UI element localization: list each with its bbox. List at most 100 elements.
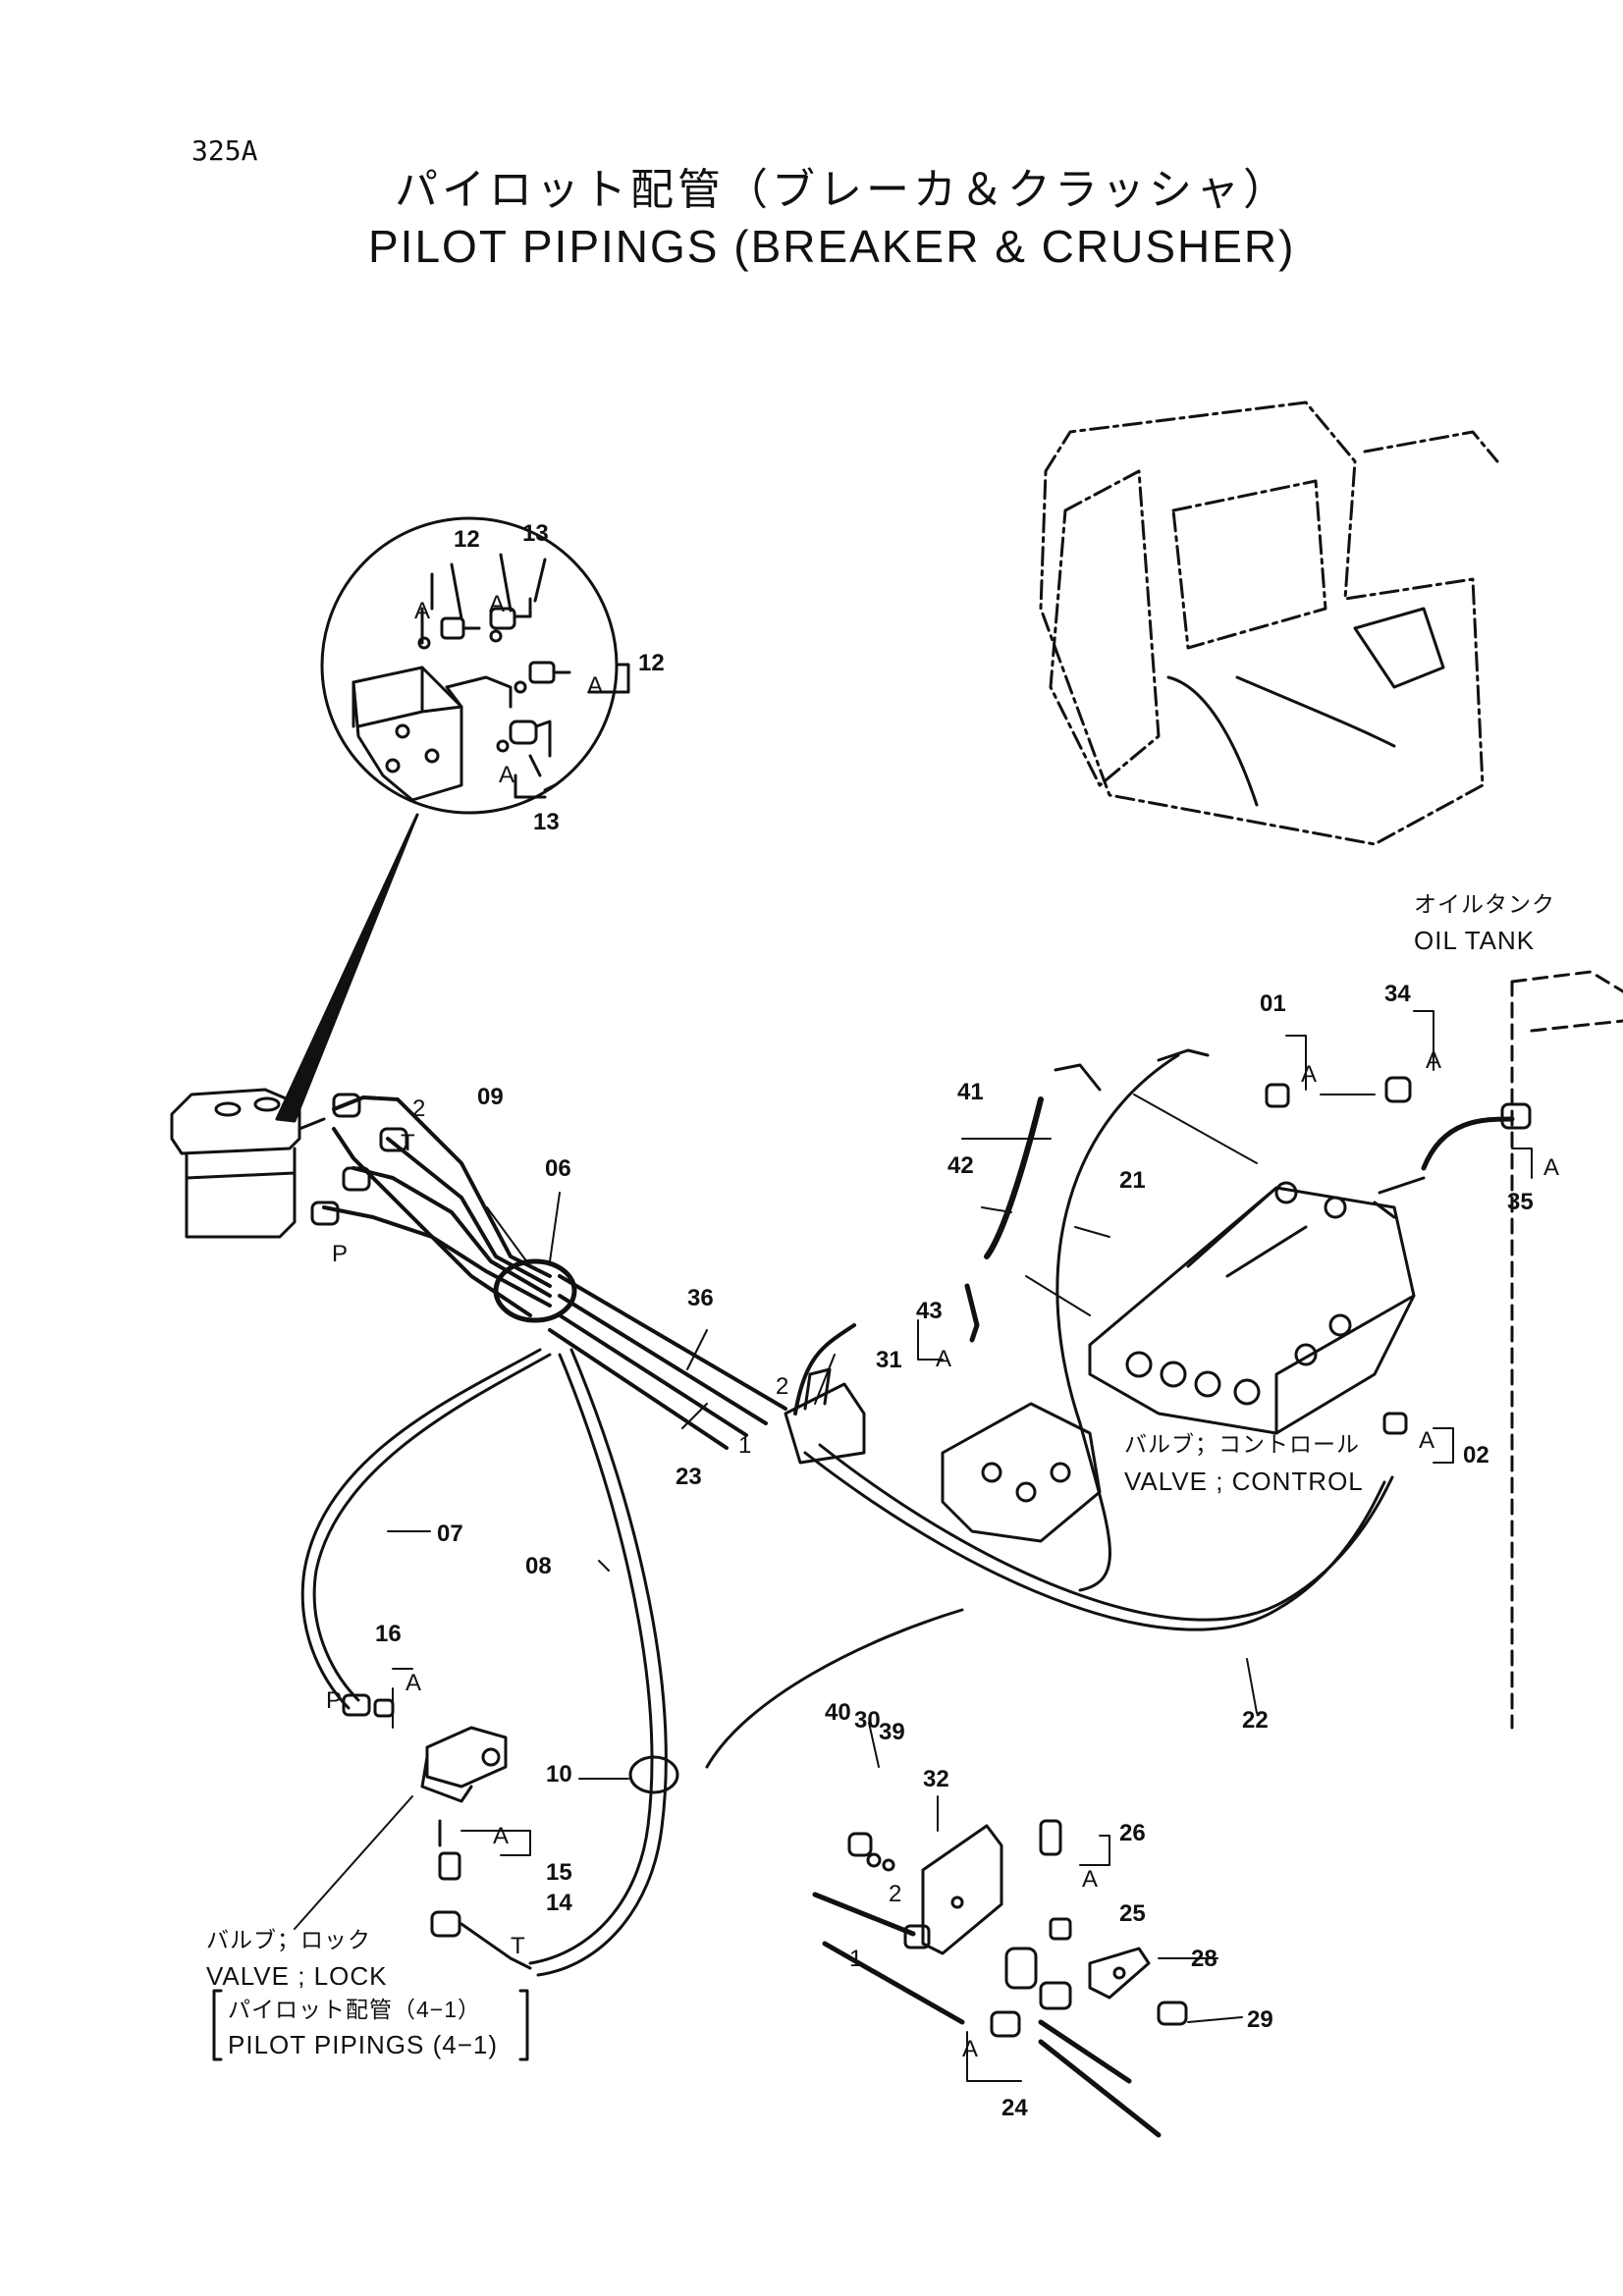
- lower-fittings: [847, 1819, 1188, 2038]
- bracket-32: [921, 1824, 1003, 1955]
- callout-07: 07: [437, 1521, 463, 1547]
- callout-15: 15: [546, 1859, 572, 1886]
- hose-to-tank-end: [1373, 1176, 1426, 1219]
- callout-16: 16: [375, 1621, 402, 1647]
- fitting-01: [1265, 1083, 1290, 1108]
- callout-26: 26: [1119, 1820, 1146, 1846]
- valve-control-label-en: VALVE ; CONTROL: [1124, 1467, 1364, 1496]
- pilot-valve-main: [170, 1088, 326, 1239]
- hose-08-inner: [536, 1348, 668, 1977]
- callout-13a: 13: [522, 520, 549, 547]
- callout-12b: 12: [638, 650, 665, 676]
- oil-tank-label-jp: オイルタンク: [1414, 891, 1555, 917]
- detail-circle: [320, 516, 619, 815]
- callout-25: 25: [1119, 1900, 1146, 1927]
- mark-one-2: 1: [849, 1946, 862, 1972]
- hose-36-23: [548, 1274, 787, 1450]
- mark-a-13: A: [962, 2036, 978, 2062]
- mark-p-2: P: [326, 1687, 342, 1714]
- mark-a-12: A: [1082, 1866, 1098, 1893]
- mark-a-7: A: [1543, 1154, 1559, 1181]
- hose-07-inner: [312, 1353, 552, 1702]
- pilot-ref-label-jp: パイロット配管（4−1）: [228, 1997, 482, 2022]
- hose-42: [984, 1096, 1044, 1259]
- excavator-cab: [1039, 400, 1499, 846]
- oil-tank: [1510, 970, 1623, 1730]
- bracket-left: [212, 1989, 223, 2061]
- callout-02: 02: [1463, 1442, 1489, 1468]
- control-valve: [1088, 1181, 1416, 1435]
- mark-a-2: A: [489, 591, 505, 617]
- mark-t-2: T: [511, 1933, 525, 1959]
- callout-14: 14: [546, 1890, 572, 1916]
- callout-06: 06: [545, 1155, 571, 1182]
- callout-24: 24: [1001, 2095, 1028, 2121]
- detail-pilot-valve: [352, 666, 513, 802]
- detail-arc: [705, 1608, 964, 1769]
- lock-valve: [420, 1726, 508, 1803]
- hose-41: [1054, 1063, 1102, 1092]
- callout-09: 09: [477, 1084, 504, 1110]
- hose-bundle: [322, 1095, 552, 1317]
- mark-a-5: A: [1301, 1061, 1317, 1088]
- mark-two-1: 2: [412, 1095, 425, 1122]
- clamp-10: [628, 1755, 679, 1794]
- callout-41: 41: [957, 1079, 984, 1105]
- bracket-28: [1088, 1947, 1151, 2000]
- fitting-02: [1382, 1412, 1408, 1435]
- cab-internal: [1166, 607, 1445, 807]
- mark-a-3: A: [587, 672, 603, 699]
- callout-23: 23: [676, 1464, 702, 1490]
- mark-a-6: A: [1426, 1047, 1441, 1074]
- mark-a-8: A: [936, 1346, 951, 1372]
- grommet: [493, 1258, 577, 1323]
- title-english: PILOT PIPINGS (BREAKER & CRUSHER): [368, 221, 1296, 272]
- callout-42: 42: [947, 1152, 974, 1179]
- pilot-ref-label-en: PILOT PIPINGS (4−1): [228, 2030, 499, 2059]
- hose-22: [803, 1451, 1386, 1631]
- valve-lock-label-jp: バルブ；ロック: [206, 1927, 371, 1952]
- fitting-34: [1384, 1076, 1412, 1103]
- hose-21: [1055, 1053, 1180, 1592]
- callout-28: 28: [1191, 1946, 1217, 1972]
- mark-a-1: A: [414, 598, 430, 624]
- mark-a-10: A: [406, 1670, 421, 1696]
- callout-30: 30: [854, 1707, 881, 1734]
- callout-13b: 13: [533, 809, 560, 835]
- detail-pointer: [275, 813, 419, 1123]
- leader-lines: [294, 1094, 1376, 2023]
- lock-valve-fittings: [342, 1693, 532, 1970]
- a-brackets: [392, 1010, 1533, 2082]
- hose-21-end: [1157, 1048, 1210, 1062]
- mark-t-1: T: [401, 1130, 415, 1156]
- fitting-35: [1500, 1102, 1532, 1130]
- hose-22-inner: [818, 1443, 1394, 1622]
- pointer-31: [793, 1323, 856, 1415]
- callout-39: 39: [879, 1719, 905, 1745]
- mark-a-9: A: [1419, 1427, 1434, 1454]
- callout-40: 40: [825, 1699, 851, 1726]
- detail-fittings: [417, 553, 630, 799]
- callout-12a: 12: [454, 526, 480, 553]
- valve-control-label-jp: バルブ；コントロール: [1124, 1431, 1360, 1457]
- mark-two-2: 2: [776, 1373, 788, 1400]
- callout-10: 10: [546, 1761, 572, 1788]
- callout-21: 21: [1119, 1167, 1146, 1194]
- callout-43: 43: [916, 1298, 943, 1324]
- pilot-valve-small: [941, 1402, 1102, 1543]
- title-japanese: パイロット配管（ブレーカ＆クラッシャ）: [395, 165, 1290, 215]
- callout-32: 32: [923, 1766, 949, 1792]
- callout-08: 08: [525, 1553, 552, 1579]
- callout-36: 36: [687, 1285, 714, 1311]
- mark-a-4: A: [499, 762, 514, 788]
- callout-29: 29: [1247, 2006, 1273, 2033]
- lower-hoses: [812, 1892, 1162, 2138]
- hose-07: [300, 1348, 542, 1710]
- bracket-right: [518, 1989, 529, 2061]
- hose-fittings-top: [310, 1093, 408, 1226]
- hose-to-tank: [1421, 1116, 1515, 1171]
- mark-one-1: 1: [738, 1432, 751, 1459]
- page-number: 325A: [191, 134, 258, 167]
- oil-tank-label-en: OIL TANK: [1414, 926, 1536, 955]
